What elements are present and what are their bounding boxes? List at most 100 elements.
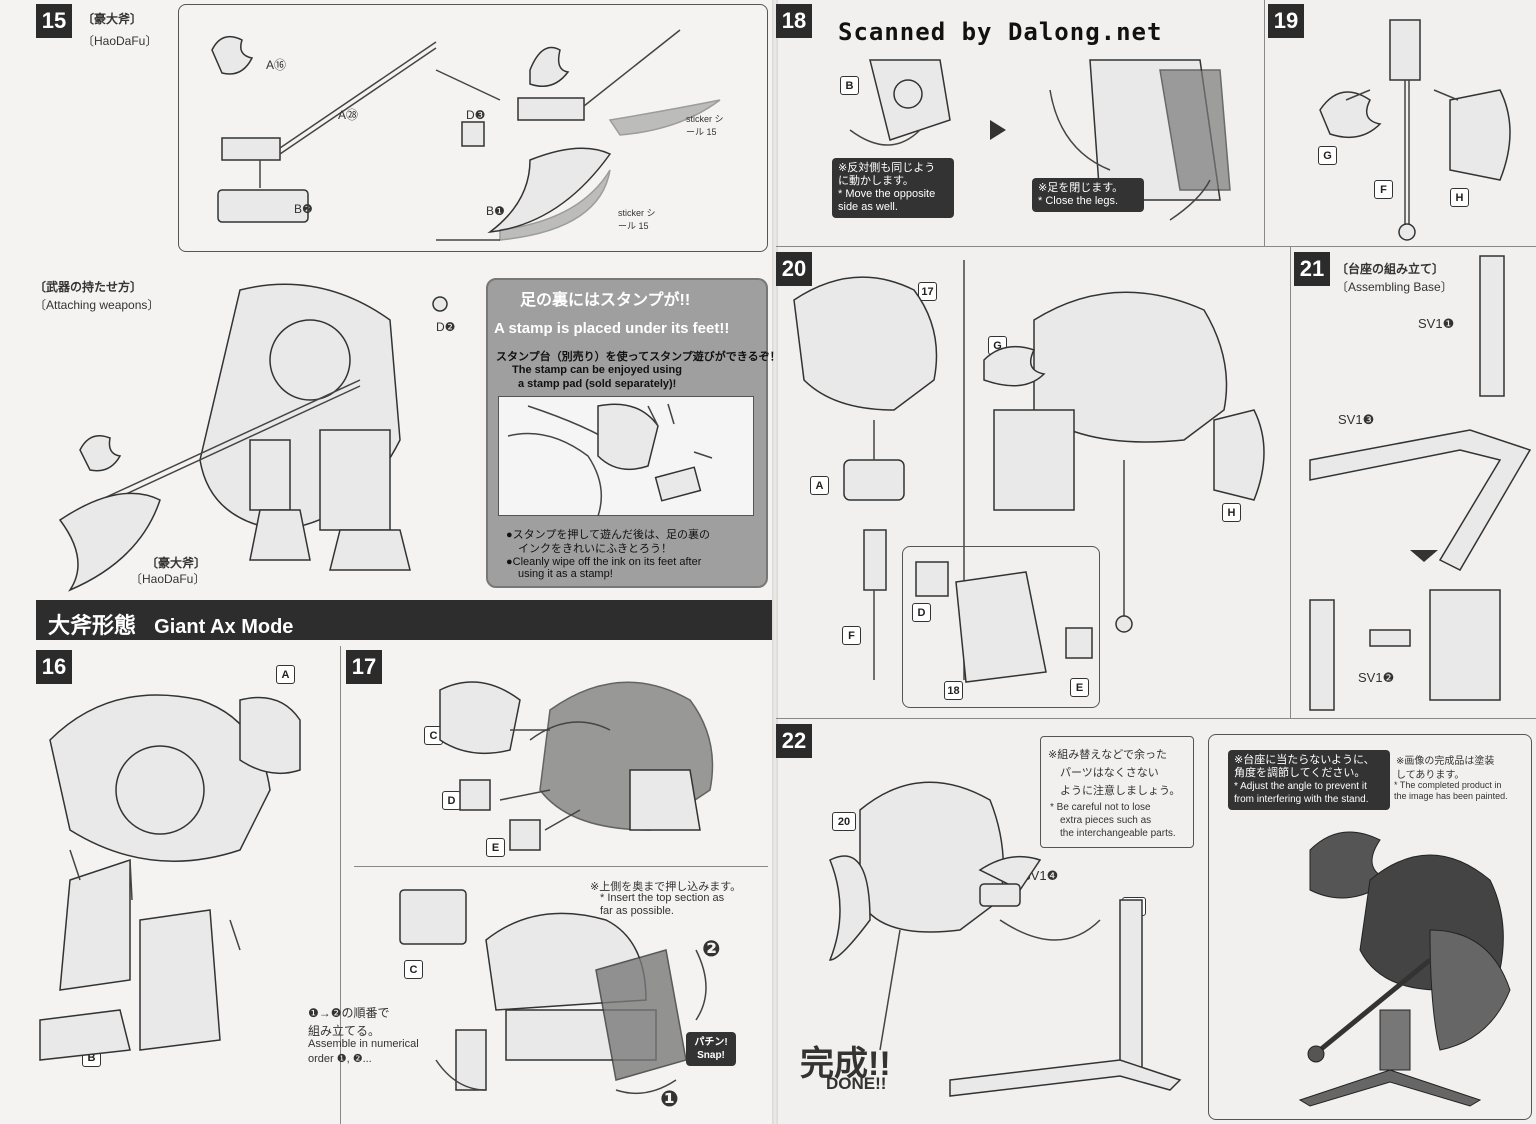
- step-18-part-b: B: [840, 76, 859, 95]
- step-21-title-en: 〔Assembling Base〕: [1336, 280, 1453, 294]
- step-19-part-g: G: [1318, 146, 1337, 165]
- step-15-title-en: 〔HaoDaFu〕: [82, 34, 158, 48]
- step-15-illustration: [211, 29, 721, 241]
- step-20-inset: [902, 546, 1100, 708]
- step-17-sub-divider: [354, 866, 768, 867]
- step-15-number: 15: [36, 4, 72, 38]
- step-18-note2-en: * Close the legs.: [1038, 195, 1119, 207]
- sticker-label-2: sticker シール 15: [618, 208, 656, 231]
- step-22-note-jp-1: ※組み替えなどで余った: [1048, 749, 1167, 761]
- step-17-note-en-2: far as possible.: [600, 905, 674, 917]
- stamp-note-en-2: using it as a stamp!: [518, 568, 613, 580]
- step-17-order-jp-2: 組み立てる。: [308, 1024, 381, 1038]
- completed-product-image: [1298, 831, 1511, 1107]
- step-19-illustration: [1319, 19, 1511, 241]
- attach-title-en: 〔Attaching weapons〕: [34, 298, 160, 312]
- completed-product-frame: [1208, 734, 1532, 1120]
- step-15-frame: [178, 4, 768, 252]
- giant-ax-mode-title: 大斧形態 Giant Ax Mode: [48, 608, 293, 640]
- step-21-title-jp: 〔台座の組み立て〕: [1336, 262, 1445, 276]
- step-16-part-a: A: [276, 665, 295, 684]
- step-22-note-en-3: the interchangeable parts.: [1060, 828, 1176, 839]
- step-20-part-a: A: [810, 476, 829, 495]
- part-d3-label: D❸: [466, 108, 486, 122]
- step-21-part-sv1-3: SV1❸: [1338, 412, 1375, 427]
- step-20-21-divider: [1290, 246, 1291, 718]
- step-22-note-jp-3: ように注意しましょう。: [1060, 785, 1181, 797]
- step-15-title-jp: 〔豪大斧〕: [82, 12, 143, 26]
- step-18-note-2: ※足を閉じます。 * Close the legs.: [1032, 178, 1144, 212]
- step-17-bottom-illustration: [399, 889, 707, 1095]
- step-16-number: 16: [36, 650, 72, 684]
- attach-weapon-en: 〔HaoDaFu〕: [130, 572, 206, 586]
- stamp-title-en: A stamp is placed under its feet!!: [494, 320, 730, 337]
- final-note1-en-1: * Adjust the angle to prevent it: [1234, 781, 1367, 792]
- stamp-note-jp-1: ●スタンプを押して遊んだ後は、足の裏の: [506, 529, 710, 541]
- final-note2-jp-1: ※画像の完成品は塗装: [1396, 756, 1495, 767]
- step-18-note1-en-2: side as well.: [838, 201, 898, 213]
- stamp-note-en-1: ●Cleanly wipe off the ink on its feet af…: [506, 556, 702, 568]
- attach-title-jp: 〔武器の持たせ方〕: [34, 280, 143, 294]
- step-20-part-h: H: [1222, 503, 1241, 522]
- giant-ax-mode-bar: [36, 600, 772, 640]
- step-18-note1-jp-2: に動かします。: [838, 175, 914, 187]
- step-19-part-f: F: [1374, 180, 1393, 199]
- stamp-line-en-2: a stamp pad (sold separately)!: [518, 378, 677, 390]
- step-20-illustration: [793, 260, 1265, 680]
- final-note2-en-1: * The completed product in: [1394, 780, 1502, 790]
- step-21-part-sv1-1: SV1❶: [1418, 316, 1455, 331]
- step-18-note1-jp-1: ※反対側も同じよう: [838, 162, 936, 174]
- sticker-label-1: sticker シール 15: [686, 114, 724, 137]
- right-mid-divider: [776, 718, 1536, 719]
- step-18-number: 18: [776, 4, 812, 38]
- step-17-part-e: E: [486, 838, 505, 857]
- step-19-number: 19: [1268, 4, 1304, 38]
- attach-weapons-illustration: [58, 283, 448, 592]
- step-18-note1-en-1: * Move the opposite: [838, 188, 936, 200]
- step-17-note-en-1: * Insert the top section as: [600, 892, 725, 904]
- stamp-note-jp-2: インクをきれいにふきとろう！: [518, 543, 672, 555]
- final-note2-en-2: the image has been painted.: [1394, 791, 1508, 801]
- attach-part-d2: D❷: [436, 320, 456, 334]
- done-title-en: DONE!!: [826, 1074, 887, 1093]
- step-22-illustration: [828, 781, 1182, 1097]
- step-17-order-1: ❶: [660, 1086, 679, 1111]
- final-note1-en-2: from interfering with the stand.: [1234, 794, 1369, 805]
- step-18-19-divider: [1264, 0, 1265, 246]
- stamp-illustration: [507, 403, 713, 517]
- stamp-line-jp: スタンプ台（別売り）を使ってスタンプ遊びができるぞ！: [496, 351, 781, 363]
- step-17-number: 17: [346, 650, 382, 684]
- step-22-note-en-2: extra pieces such as: [1060, 815, 1152, 826]
- step-17-order-en-1: Assemble in numerical: [308, 1038, 419, 1050]
- stamp-line-en-1: The stamp can be enjoyed using: [512, 364, 682, 376]
- step-16-17-divider: [340, 646, 341, 1124]
- part-b1-label: B❶: [486, 204, 505, 218]
- step-20-part-d: D: [912, 603, 931, 622]
- step-20-part-17: 17: [918, 282, 937, 301]
- mode-title-jp: 大斧形態: [48, 613, 137, 638]
- step-17-top-illustration: [439, 681, 714, 851]
- final-note1-jp-1: ※台座に当たらないように、: [1234, 754, 1375, 766]
- step-17-order-jp-1: ❶→❷の順番で: [308, 1006, 390, 1020]
- part-a16-label: A⑯: [266, 58, 287, 72]
- step-18-note-1: ※反対側も同じよう に動かします。 * Move the opposite si…: [832, 158, 954, 218]
- step-22-note-en-1: * Be careful not to lose: [1050, 802, 1151, 813]
- step-16-illustration: [39, 694, 301, 1061]
- step-19-part-h: H: [1450, 188, 1469, 207]
- step-21-number: 21: [1294, 252, 1330, 286]
- done-title-jp: 完成!!: [800, 1045, 891, 1083]
- part-a28-label: A㉘: [338, 108, 359, 122]
- step-21-part-sv1-2: SV1❷: [1358, 670, 1395, 685]
- step-22-note-frame: [1040, 736, 1194, 848]
- step-20-number: 20: [776, 252, 812, 286]
- step-22-note-jp-2: パーツはなくさない: [1060, 767, 1159, 779]
- part-b2-label: B❷: [294, 202, 313, 216]
- step-21-illustration: [1309, 255, 1532, 711]
- step-20-part-18: 18: [944, 681, 963, 700]
- step-20-inset-illustration: [915, 561, 1093, 683]
- step-17-order-en-2: order ❶, ❷...: [308, 1053, 372, 1065]
- scan-credit: Scanned by Dalong.net: [838, 18, 1163, 46]
- step-20-part-f: F: [842, 626, 861, 645]
- final-note-1: ※台座に当たらないように、 角度を調節してください。 * Adjust the …: [1228, 750, 1390, 810]
- step-22-number: 22: [776, 724, 812, 758]
